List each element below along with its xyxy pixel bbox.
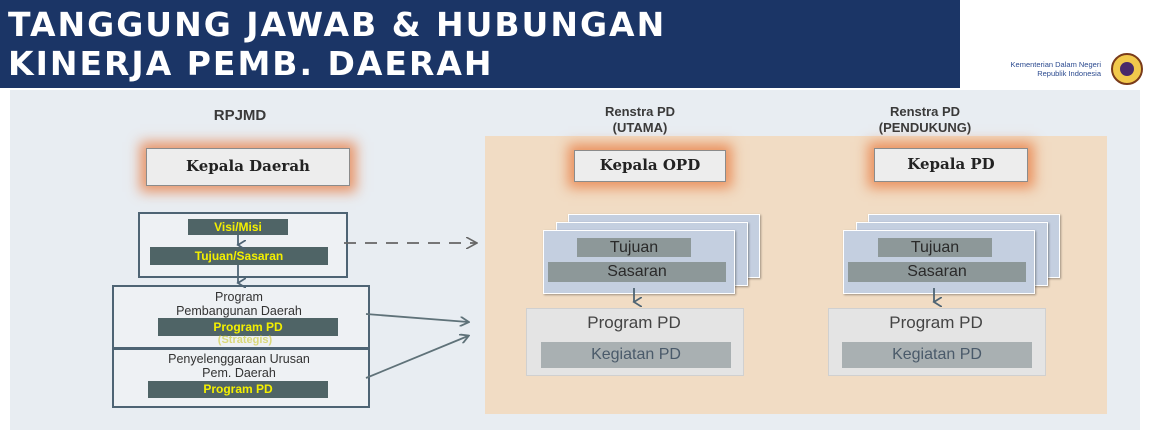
utama-sasaran-label: Sasaran xyxy=(548,262,726,282)
program-pembangunan-line-2: Pembangunan Daerah xyxy=(176,304,302,318)
title-line-1: TANGGUNG JAWAB & HUBUNGAN xyxy=(8,5,667,44)
renstra-utama-heading-line-2: (UTAMA) xyxy=(612,120,668,135)
renstra-pendukung-heading: Renstra PD (PENDUKUNG) xyxy=(850,104,1000,136)
kepala-opd-box: Kepala OPD xyxy=(574,150,726,182)
strategis-label: (Strategis) xyxy=(217,334,273,346)
organization-name: Kementerian Dalam Negeri Republik Indone… xyxy=(1011,60,1101,78)
urusan-label: Penyelenggaraan Urusan Pem. Daerah xyxy=(112,352,366,380)
program-pd-strategis-label: Program PD xyxy=(158,318,338,336)
emblem-icon xyxy=(1111,53,1143,85)
urusan-line-1: Penyelenggaraan Urusan xyxy=(168,352,310,366)
pendukung-kegiatan-pd-label: Kegiatan PD xyxy=(842,342,1032,368)
pendukung-sasaran-label: Sasaran xyxy=(848,262,1026,282)
urusan-line-2: Pem. Daerah xyxy=(202,366,276,380)
visi-misi-label: Visi/Misi xyxy=(188,219,288,235)
title-line-2: KINERJA PEMB. DAERAH xyxy=(8,44,494,83)
utama-program-pd-label: Program PD xyxy=(587,313,681,332)
program-to-renstra-arrow xyxy=(365,313,468,322)
program-pembangunan-label: Program Pembangunan Daerah xyxy=(112,290,366,318)
kepala-daerah-box: Kepala Daerah xyxy=(146,148,350,186)
urusan-program-pd-label: Program PD xyxy=(148,381,328,398)
kepala-pd-box: Kepala PD xyxy=(874,148,1028,182)
organization-name-line-2: Republik Indonesia xyxy=(1037,69,1101,78)
renstra-pendukung-heading-line-1: Renstra PD xyxy=(889,104,961,119)
renstra-utama-heading: Renstra PD (UTAMA) xyxy=(570,104,710,136)
renstra-utama-heading-line-1: Renstra PD xyxy=(604,104,676,119)
organization-name-line-1: Kementerian Dalam Negeri xyxy=(1010,60,1101,69)
urusan-box xyxy=(112,348,370,408)
utama-tujuan-label: Tujuan xyxy=(577,238,691,257)
title-banner: TANGGUNG JAWAB & HUBUNGAN KINERJA PEMB. … xyxy=(0,0,960,88)
pendukung-program-pd-label: Program PD xyxy=(889,313,983,332)
urusan-to-renstra-arrow xyxy=(365,336,468,379)
renstra-pendukung-heading-line-2: (PENDUKUNG) xyxy=(878,120,972,135)
tujuan-sasaran-label: Tujuan/Sasaran xyxy=(150,247,328,265)
utama-kegiatan-pd-label: Kegiatan PD xyxy=(541,342,731,368)
pendukung-tujuan-label: Tujuan xyxy=(878,238,992,257)
organization-logo-area: Kementerian Dalam Negeri Republik Indone… xyxy=(960,0,1151,88)
program-pembangunan-line-1: Program xyxy=(215,290,263,304)
rpjmd-heading: RPJMD xyxy=(213,107,267,124)
